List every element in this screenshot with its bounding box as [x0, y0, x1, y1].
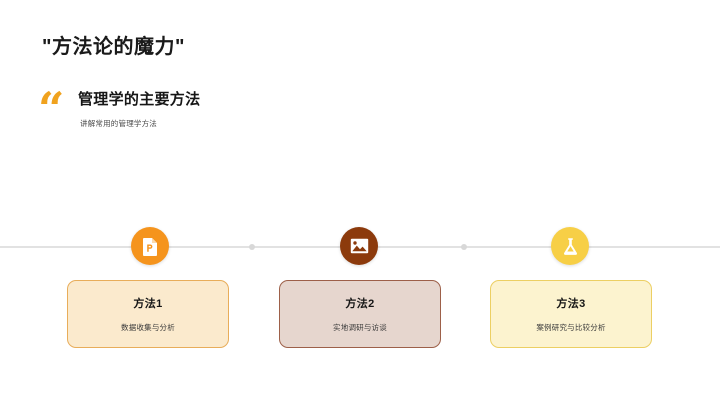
- card-title: 方法2: [345, 298, 375, 310]
- card-description: 数据收集与分析: [121, 323, 175, 332]
- quote-mark-icon: “: [38, 82, 65, 136]
- document-icon: [142, 237, 159, 256]
- timeline: [0, 227, 720, 265]
- method-card-3[interactable]: 方法3 案例研究与比较分析: [490, 280, 652, 348]
- card-description: 案例研究与比较分析: [536, 323, 606, 332]
- method-cards: 方法1 数据收集与分析 方法2 实地调研与访谈 方法3 案例研究与比较分析: [0, 280, 720, 355]
- card-title: 方法1: [133, 298, 163, 310]
- timeline-connector-dot: [249, 243, 255, 250]
- method-card-2[interactable]: 方法2 实地调研与访谈: [279, 280, 441, 348]
- timeline-node-1[interactable]: [131, 227, 169, 265]
- quote-text-wrap: 管理学的主要方法 讲解常用的管理学方法: [78, 88, 200, 129]
- card-description: 实地调研与访谈: [333, 323, 387, 332]
- card-title: 方法3: [556, 298, 586, 310]
- quote-block: “ 管理学的主要方法 讲解常用的管理学方法: [38, 82, 200, 136]
- timeline-connector-dot: [461, 243, 467, 250]
- quote-heading: 管理学的主要方法: [78, 91, 201, 108]
- timeline-node-3[interactable]: [551, 227, 589, 265]
- flask-icon: [562, 237, 579, 256]
- method-card-1[interactable]: 方法1 数据收集与分析: [67, 280, 229, 348]
- timeline-node-2[interactable]: [340, 227, 378, 265]
- quote-subtitle: 讲解常用的管理学方法: [80, 119, 157, 128]
- page-title: "方法论的魔力": [42, 36, 185, 58]
- image-icon: [350, 238, 369, 254]
